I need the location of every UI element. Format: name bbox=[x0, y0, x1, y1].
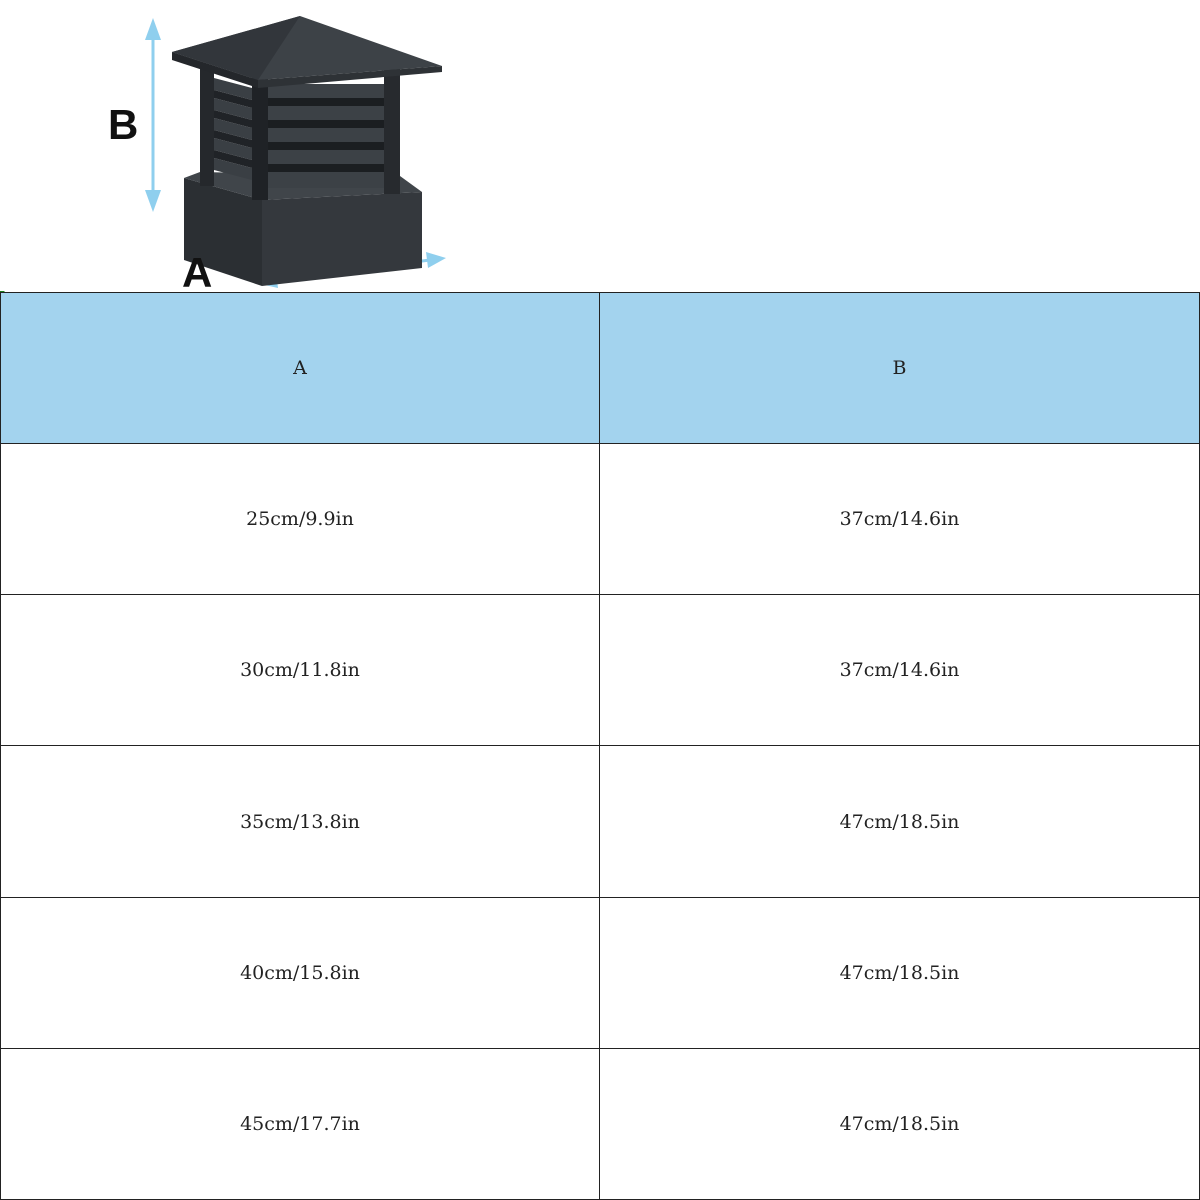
header-cell-a: A bbox=[0, 291, 600, 445]
table-row: 25cm/9.9in 37cm/14.6in bbox=[0, 443, 1200, 596]
dimension-label-b: B bbox=[108, 101, 139, 148]
cell-b: 47cm/18.5in bbox=[599, 896, 1200, 1049]
header-cell-b: B bbox=[599, 291, 1200, 445]
cell-b: 37cm/14.6in bbox=[599, 594, 1200, 747]
post-cap-lamp-image bbox=[145, 16, 446, 288]
cell-b: 37cm/14.6in bbox=[599, 443, 1200, 596]
cell-a: 45cm/17.7in bbox=[0, 1047, 600, 1200]
height-arrow bbox=[145, 18, 161, 212]
table-row: 40cm/15.8in 47cm/18.5in bbox=[0, 896, 1200, 1049]
table-header-row: A B bbox=[0, 291, 1200, 445]
cell-a: 40cm/15.8in bbox=[0, 896, 600, 1049]
product-dimension-figure: B A bbox=[0, 0, 1200, 296]
table-row: 30cm/11.8in 37cm/14.6in bbox=[0, 594, 1200, 747]
cell-b: 47cm/18.5in bbox=[599, 745, 1200, 898]
size-table: A B 25cm/9.9in 37cm/14.6in 30cm/11.8in 3… bbox=[0, 291, 1200, 1200]
dimension-label-a: A bbox=[182, 249, 213, 296]
cell-b: 47cm/18.5in bbox=[599, 1047, 1200, 1200]
cell-a: 30cm/11.8in bbox=[0, 594, 600, 747]
table-row: 35cm/13.8in 47cm/18.5in bbox=[0, 745, 1200, 898]
table-row: 45cm/17.7in 47cm/18.5in bbox=[0, 1047, 1200, 1200]
cell-a: 35cm/13.8in bbox=[0, 745, 600, 898]
cell-a: 25cm/9.9in bbox=[0, 443, 600, 596]
